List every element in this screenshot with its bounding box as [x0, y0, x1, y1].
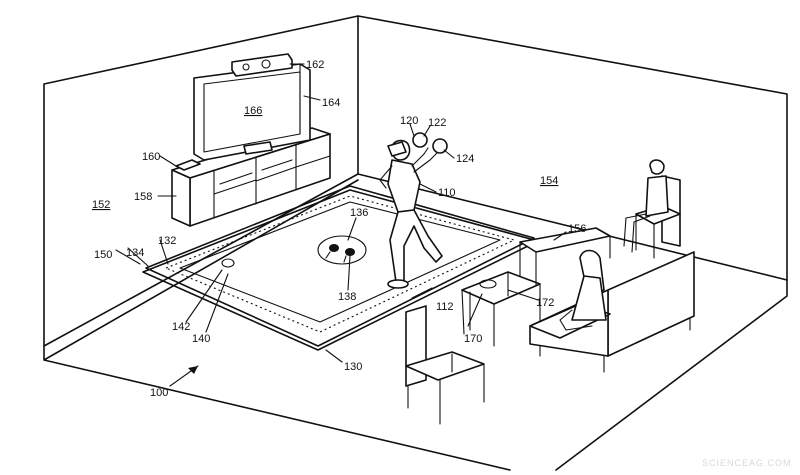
bench	[519, 227, 611, 287]
label-124: 124	[456, 153, 474, 165]
player-arm-left	[379, 147, 429, 189]
rug-boundary	[164, 195, 516, 333]
label-160: 160	[142, 151, 160, 163]
back-wall	[357, 15, 788, 281]
leader-lines	[115, 63, 567, 363]
seated-person	[559, 249, 607, 331]
controller-left	[412, 132, 428, 148]
watermark: SCIENCEAG.COM	[702, 458, 792, 468]
label-100: 100	[150, 387, 168, 399]
leader-112	[411, 287, 433, 299]
label-164: 164	[322, 97, 340, 109]
leader-134	[127, 247, 149, 267]
figure-arrow	[169, 365, 199, 387]
marker-ellipse	[317, 235, 367, 265]
leader-164	[303, 95, 321, 101]
label-136: 136	[350, 207, 368, 219]
label-122: 122	[428, 117, 446, 129]
label-130: 130	[344, 361, 362, 373]
rug-object	[221, 258, 235, 268]
label-170: 170	[464, 333, 482, 345]
vr-headset	[387, 141, 407, 157]
label-120: 120	[400, 115, 418, 127]
label-154: 154	[540, 175, 558, 187]
man-head	[649, 159, 665, 175]
leader-138	[347, 255, 351, 291]
leader-122	[423, 125, 431, 137]
tv-base	[243, 141, 273, 155]
sofa	[529, 251, 695, 373]
bench-legs	[519, 235, 611, 287]
label-112: 112	[436, 301, 454, 313]
label-140: 140	[192, 333, 210, 345]
label-142: 142	[172, 321, 190, 333]
reference-labels: 162 164 166 160 158 152 120 122 124 110 …	[92, 59, 586, 399]
label-166: 166	[244, 105, 262, 117]
leader-156	[553, 231, 567, 241]
table-top	[461, 271, 541, 305]
label-156: 156	[568, 223, 586, 235]
leader-150	[115, 249, 141, 265]
vr-player	[379, 132, 448, 289]
label-152: 152	[92, 199, 110, 211]
foot-right	[345, 248, 355, 256]
man-body	[645, 175, 669, 217]
foot-left	[329, 244, 339, 252]
controller-right	[432, 138, 448, 154]
label-162: 162	[306, 59, 324, 71]
arrow-head	[188, 366, 198, 374]
leader-124	[443, 149, 455, 159]
label-134: 134	[126, 247, 144, 259]
leader-130	[325, 349, 343, 363]
player-arm-right	[413, 149, 441, 173]
leader-132	[159, 239, 169, 265]
label-138: 138	[338, 291, 356, 303]
player-torso	[387, 159, 421, 213]
leader-120	[409, 123, 415, 137]
leader-136	[347, 217, 357, 241]
label-150: 150	[94, 249, 112, 261]
sofa-back	[607, 251, 695, 357]
back-chair	[623, 159, 681, 259]
table-object	[479, 279, 497, 289]
room-walls	[43, 15, 788, 471]
player-foot	[387, 279, 409, 289]
rug-inner	[179, 201, 501, 323]
chair-legs	[635, 213, 681, 259]
stand-side	[171, 169, 191, 227]
bench-top	[519, 227, 611, 253]
sensor-lens-1	[242, 63, 250, 71]
label-172: 172	[536, 297, 554, 309]
label-110: 110	[438, 187, 456, 199]
player-legs	[389, 209, 443, 283]
rug-outer	[145, 185, 535, 347]
girl-legs	[559, 309, 593, 331]
sensor-bar	[231, 53, 293, 77]
leader-172	[507, 289, 539, 301]
leader-110	[419, 183, 437, 193]
leader-170	[467, 293, 483, 327]
sensor-lens-2	[261, 59, 271, 69]
leader-160	[159, 155, 177, 167]
leader-140-142	[185, 269, 229, 333]
table-legs	[461, 271, 541, 347]
man-legs	[623, 213, 651, 253]
label-158: 158	[134, 191, 152, 203]
front-chair-legs	[407, 353, 485, 425]
floor-marker	[317, 235, 367, 265]
girl-body	[571, 275, 607, 321]
label-132: 132	[158, 235, 176, 247]
foot-marks	[325, 251, 347, 263]
console-box	[175, 159, 201, 171]
front-chair	[405, 305, 485, 425]
sofa-legs	[539, 317, 691, 373]
stand-shelves	[213, 144, 331, 219]
